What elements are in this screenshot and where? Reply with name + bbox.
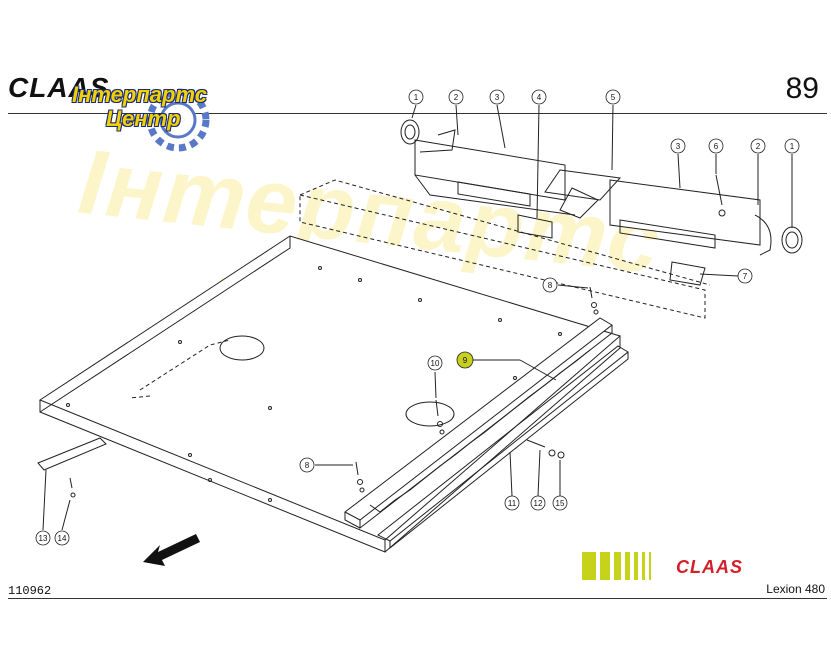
callout-8-lower-label: 8 [305,461,310,470]
watermark-line1: Інтерпартс [72,82,207,107]
page-number: 89 [785,72,819,105]
cover-right [609,179,761,246]
callout-3-left [489,89,505,105]
document-code: 110962 [8,584,52,598]
callout-8-upper [542,277,558,293]
callout-2-right [750,138,766,154]
claas-logo: CLAAS [8,72,110,103]
callout-1-right-label: 1 [790,142,795,151]
callout-9 [456,351,474,369]
callout-12 [530,495,546,511]
callout-4-label: 4 [537,93,542,102]
brand-stripes [582,552,651,580]
model-name: Lexion 480 [766,582,825,596]
direction-arrow [143,534,200,566]
callout-3-right-label: 3 [676,142,681,151]
callout-1-left-label: 1 [414,93,419,102]
callout-5-label: 5 [611,93,616,102]
callout-12-label: 12 [534,499,543,508]
callout-1-left [408,89,424,105]
callout-2-left-label: 2 [454,93,459,102]
callout-11-label: 11 [508,499,517,508]
callout-4 [531,89,547,105]
callout-15-label: 15 [556,499,565,508]
callout-2-right-label: 2 [756,142,761,151]
callout-10 [427,355,443,371]
callout-13 [35,530,51,546]
callout-2-left [448,89,464,105]
callout-3-right [670,138,686,154]
footer-claas-logo: CLAAS [676,557,743,577]
callout-15 [552,495,568,511]
callout-5 [605,89,621,105]
callout-6 [708,138,724,154]
floor-plate [38,235,622,541]
callout-8-lower [299,457,315,473]
cover-left [414,139,566,201]
header-divider [8,113,827,114]
callout-8-upper-label: 8 [548,281,553,290]
footer-divider [8,598,827,599]
callout-9-label: 9 [463,356,468,365]
watermark-line2: Центр [106,106,181,131]
callout-10-label: 10 [431,359,440,368]
callout-13-label: 13 [39,534,48,543]
callout-6-label: 6 [714,142,719,151]
callout-7 [737,268,753,284]
callout-3-left-label: 3 [495,93,500,102]
callout-11 [504,495,520,511]
callout-1-right [784,138,800,154]
callout-14 [54,530,70,546]
callout-14-label: 14 [58,534,67,543]
callout-7-label: 7 [743,272,748,281]
gear-icon [146,88,210,152]
